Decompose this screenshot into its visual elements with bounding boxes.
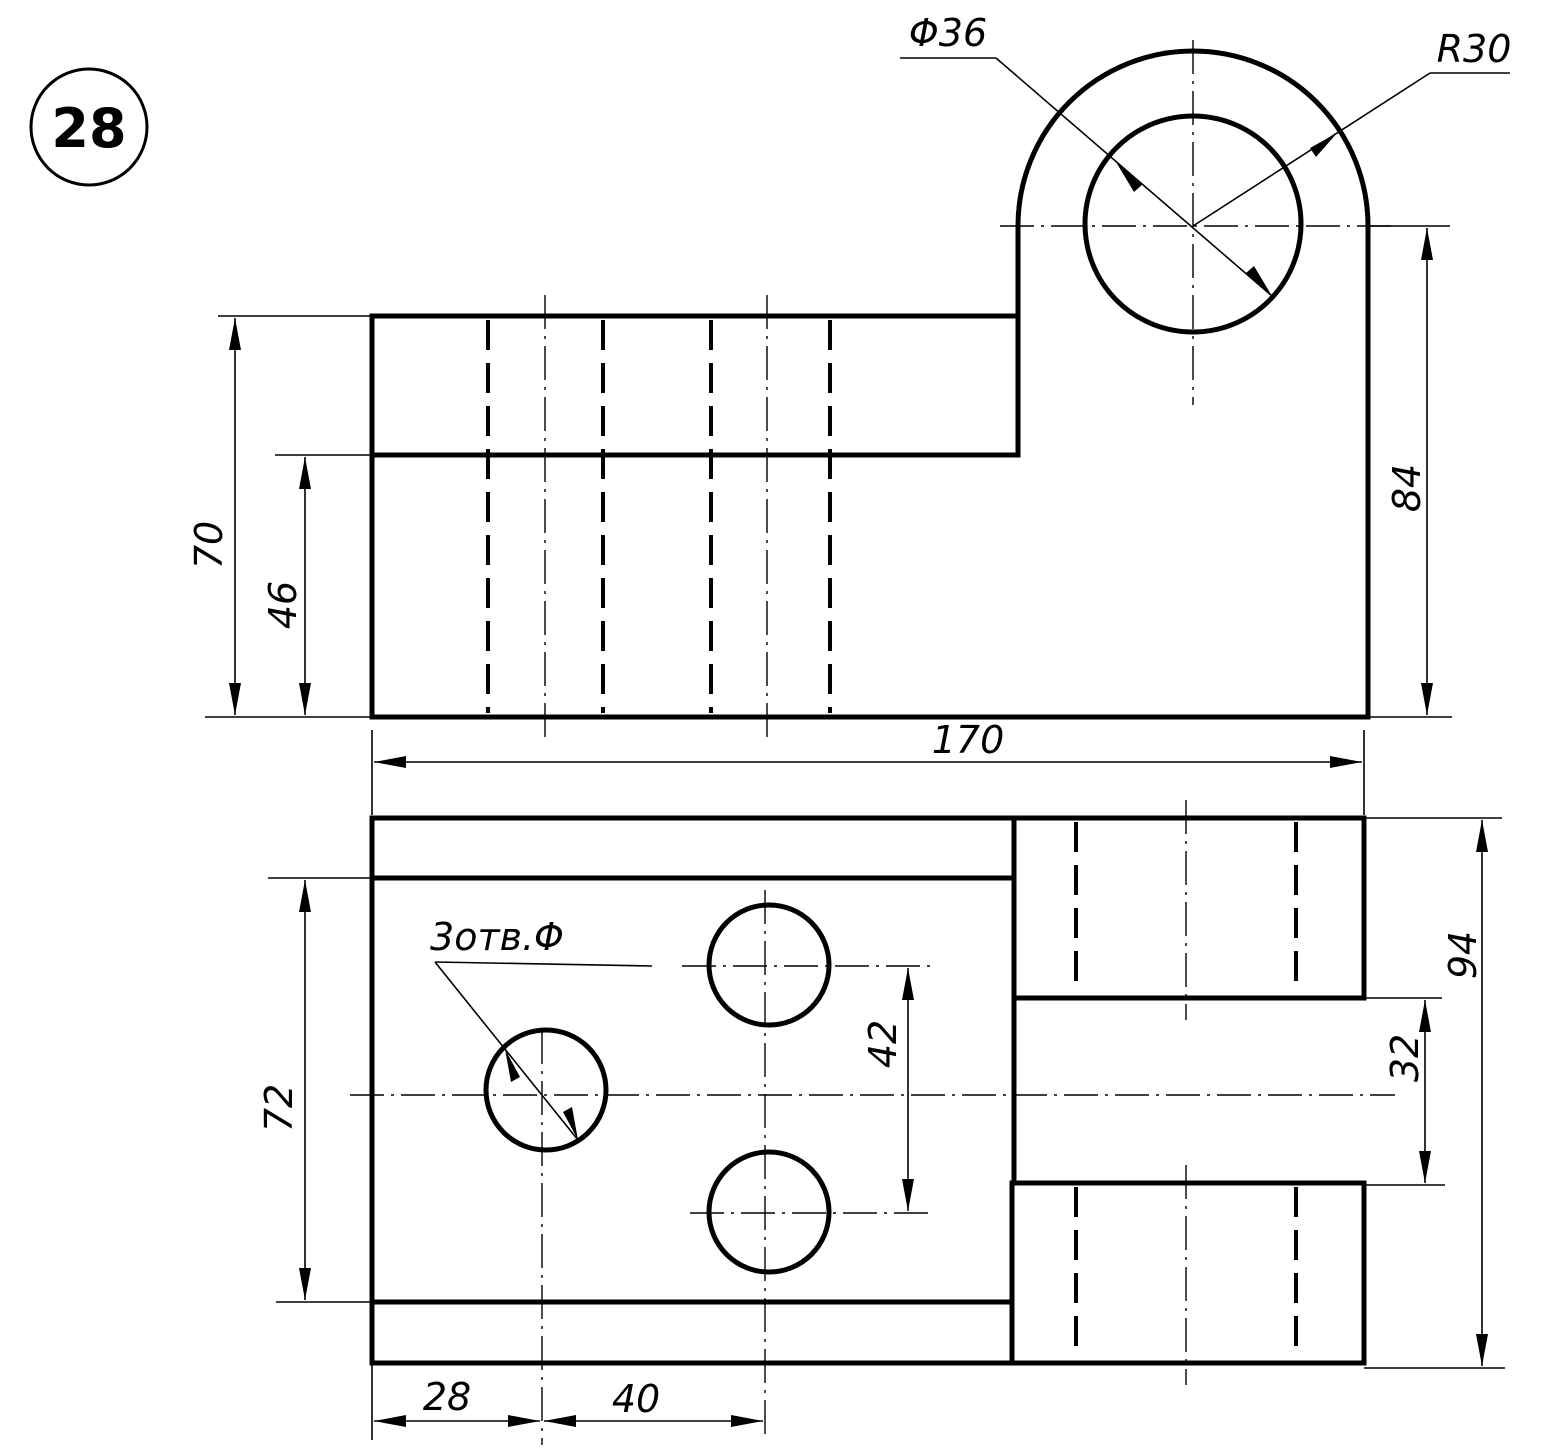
dim-label: 72 [257,1084,301,1132]
front-view: 70 46 84 Φ36 [187,11,1511,738]
arrow-head [1246,266,1272,296]
dim-label: 28 [423,1375,471,1419]
dim-height-84: 84 [1368,225,1452,718]
dim-hole-diameter: Φ36 [900,11,1273,297]
dim-lug-radius: R30 [1192,27,1512,227]
hole-upper [706,902,832,1028]
front-outline [369,48,1371,720]
leader-line [995,57,1273,297]
hole-left [483,1027,609,1153]
arrow-head [229,683,241,715]
badge-circle [29,67,149,187]
dim-width-94: 94 [1364,817,1505,1369]
dim-label: 70 [187,521,231,569]
arrow-head [1330,756,1362,768]
arrow-head [731,1415,763,1427]
dim-height-70: 70 [187,315,372,718]
arrow-head [505,1049,520,1082]
figure-number-badge: 28 [29,67,149,187]
dim-label: 3отв.Φ [430,915,564,959]
arrow-head [299,683,311,715]
arrow-head [299,880,311,912]
hole-lower [706,1149,832,1275]
dim-label: R30 [1437,27,1512,71]
dim-label: 46 [261,581,305,629]
arrow-head [563,1107,578,1140]
leader-shelf [434,961,653,967]
arrow-head [1476,820,1488,852]
dim-label: Φ36 [909,11,987,55]
dim-height-46: 46 [261,454,372,715]
top-outline [369,815,1367,1366]
dim-offset-40: 40 [544,1377,763,1427]
figure-number: 28 [51,97,126,160]
arrow-head [229,318,241,350]
arrow-head [299,1268,311,1300]
dim-width-72: 72 [257,877,372,1303]
dim-spacing-42: 42 [861,968,914,1211]
dim-offset-28: 28 [371,1363,540,1440]
dim-label: 84 [1385,464,1429,512]
arrow-head [299,457,311,489]
arrow-head [544,1415,576,1427]
arrow-head [1419,1151,1431,1183]
arrow-head [902,1179,914,1211]
arrow-head [1476,1334,1488,1366]
arrow-head [508,1415,540,1427]
dim-hole-note: 3отв.Φ [430,915,653,1141]
dim-label: 32 [1383,1034,1427,1082]
arrow-head [1310,133,1337,157]
dim-length-170: 170 [371,718,1365,815]
dim-label: 40 [612,1377,660,1421]
arrow-head [374,1415,406,1427]
dim-label: 42 [861,1020,905,1068]
arrow-head [902,968,914,1000]
dim-label: 170 [932,718,1005,762]
arrow-head [374,756,406,768]
leader-line [434,961,579,1141]
arrow-head [1116,162,1142,192]
arrow-head [1419,1000,1431,1032]
arrow-head [1421,683,1433,715]
top-view: 72 42 94 32 [257,800,1505,1445]
dim-label: 94 [1441,931,1485,979]
dim-slot-32: 32 [1364,997,1445,1186]
arrow-head [1421,228,1433,260]
